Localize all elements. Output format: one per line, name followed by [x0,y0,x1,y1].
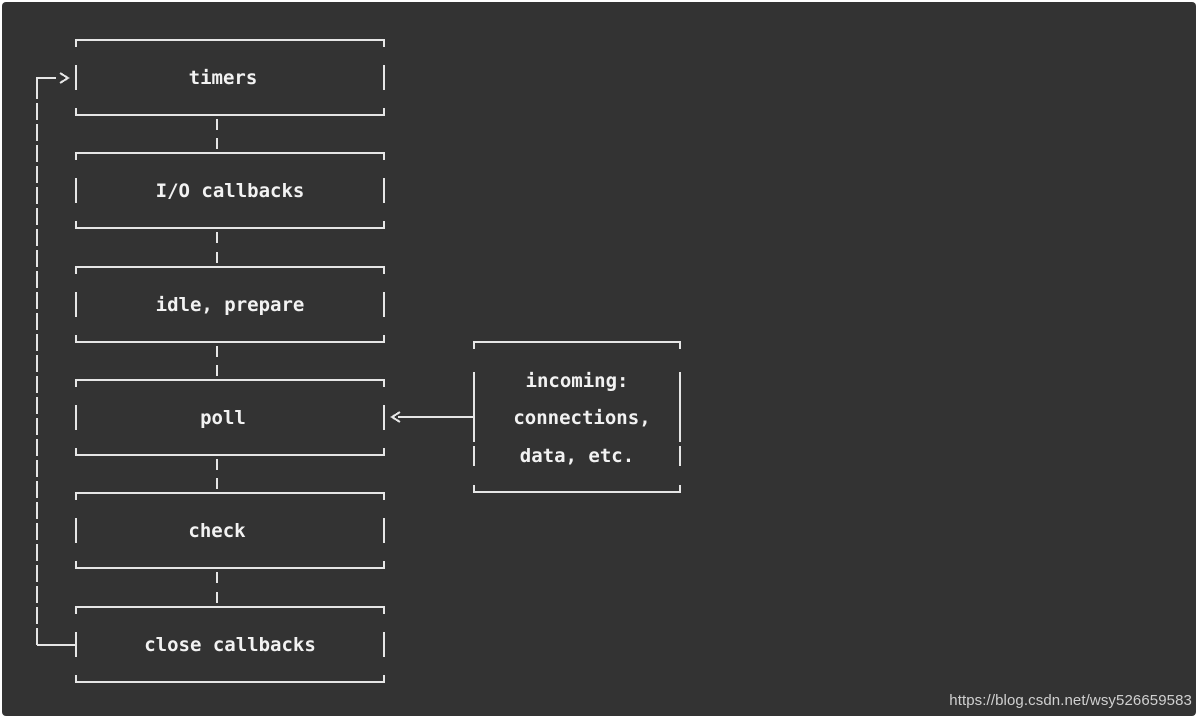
phase-label-timers: timers [189,67,258,89]
phase-label-close-callbacks: close callbacks [144,634,316,656]
phase-label-io-callbacks: I/O callbacks [156,180,305,202]
incoming-box-frame-bottom-edge [473,485,681,493]
phase-box-timers: timers [75,39,385,116]
watermark: https://blog.csdn.net/wsy526659583 [949,692,1192,709]
phase-box-timers-bottom-edge [75,108,385,116]
phase-box-check-bottom-edge [75,561,385,569]
incoming-line-2: connections, [513,407,650,429]
phase-box-close-callbacks-bottom-edge [75,675,385,683]
incoming-arrow-head [390,411,401,423]
phase-box-io-callbacks-top-edge [75,152,385,160]
incoming-line-1: incoming: [526,370,629,392]
loop-top-segment [36,77,56,88]
phase-label-check: check [188,520,246,542]
phase-box-check: check [75,492,385,569]
phase-label-poll: poll [200,407,246,429]
phase-box-io-callbacks-bottom-edge [75,221,385,229]
phase-box-check-top-edge [75,492,385,500]
loop-back-arrow [36,72,76,646]
phase-box-poll: poll [75,379,385,456]
phase-box-poll-top-edge [75,379,385,387]
phase-label-idle-prepare: idle, prepare [156,294,305,316]
phase-box-close-callbacks: close callbacks [75,606,385,683]
incoming-line-3: data, etc. [520,445,634,467]
phase-box-io-callbacks: I/O callbacks [75,152,385,229]
phase-box-idle-prepare-top-edge [75,266,385,274]
phase-box-timers-top-edge [75,39,385,47]
incoming-box: incoming: connections, data, etc. [390,341,681,493]
phase-box-poll-bottom-edge [75,448,385,456]
incoming-box-frame-top-edge [473,341,681,349]
phase-box-idle-prepare-bottom-edge [75,335,385,343]
phase-box-idle-prepare: idle, prepare [75,266,385,343]
phase-box-close-callbacks-top-edge [75,606,385,614]
loop-arrow-head [59,72,70,84]
